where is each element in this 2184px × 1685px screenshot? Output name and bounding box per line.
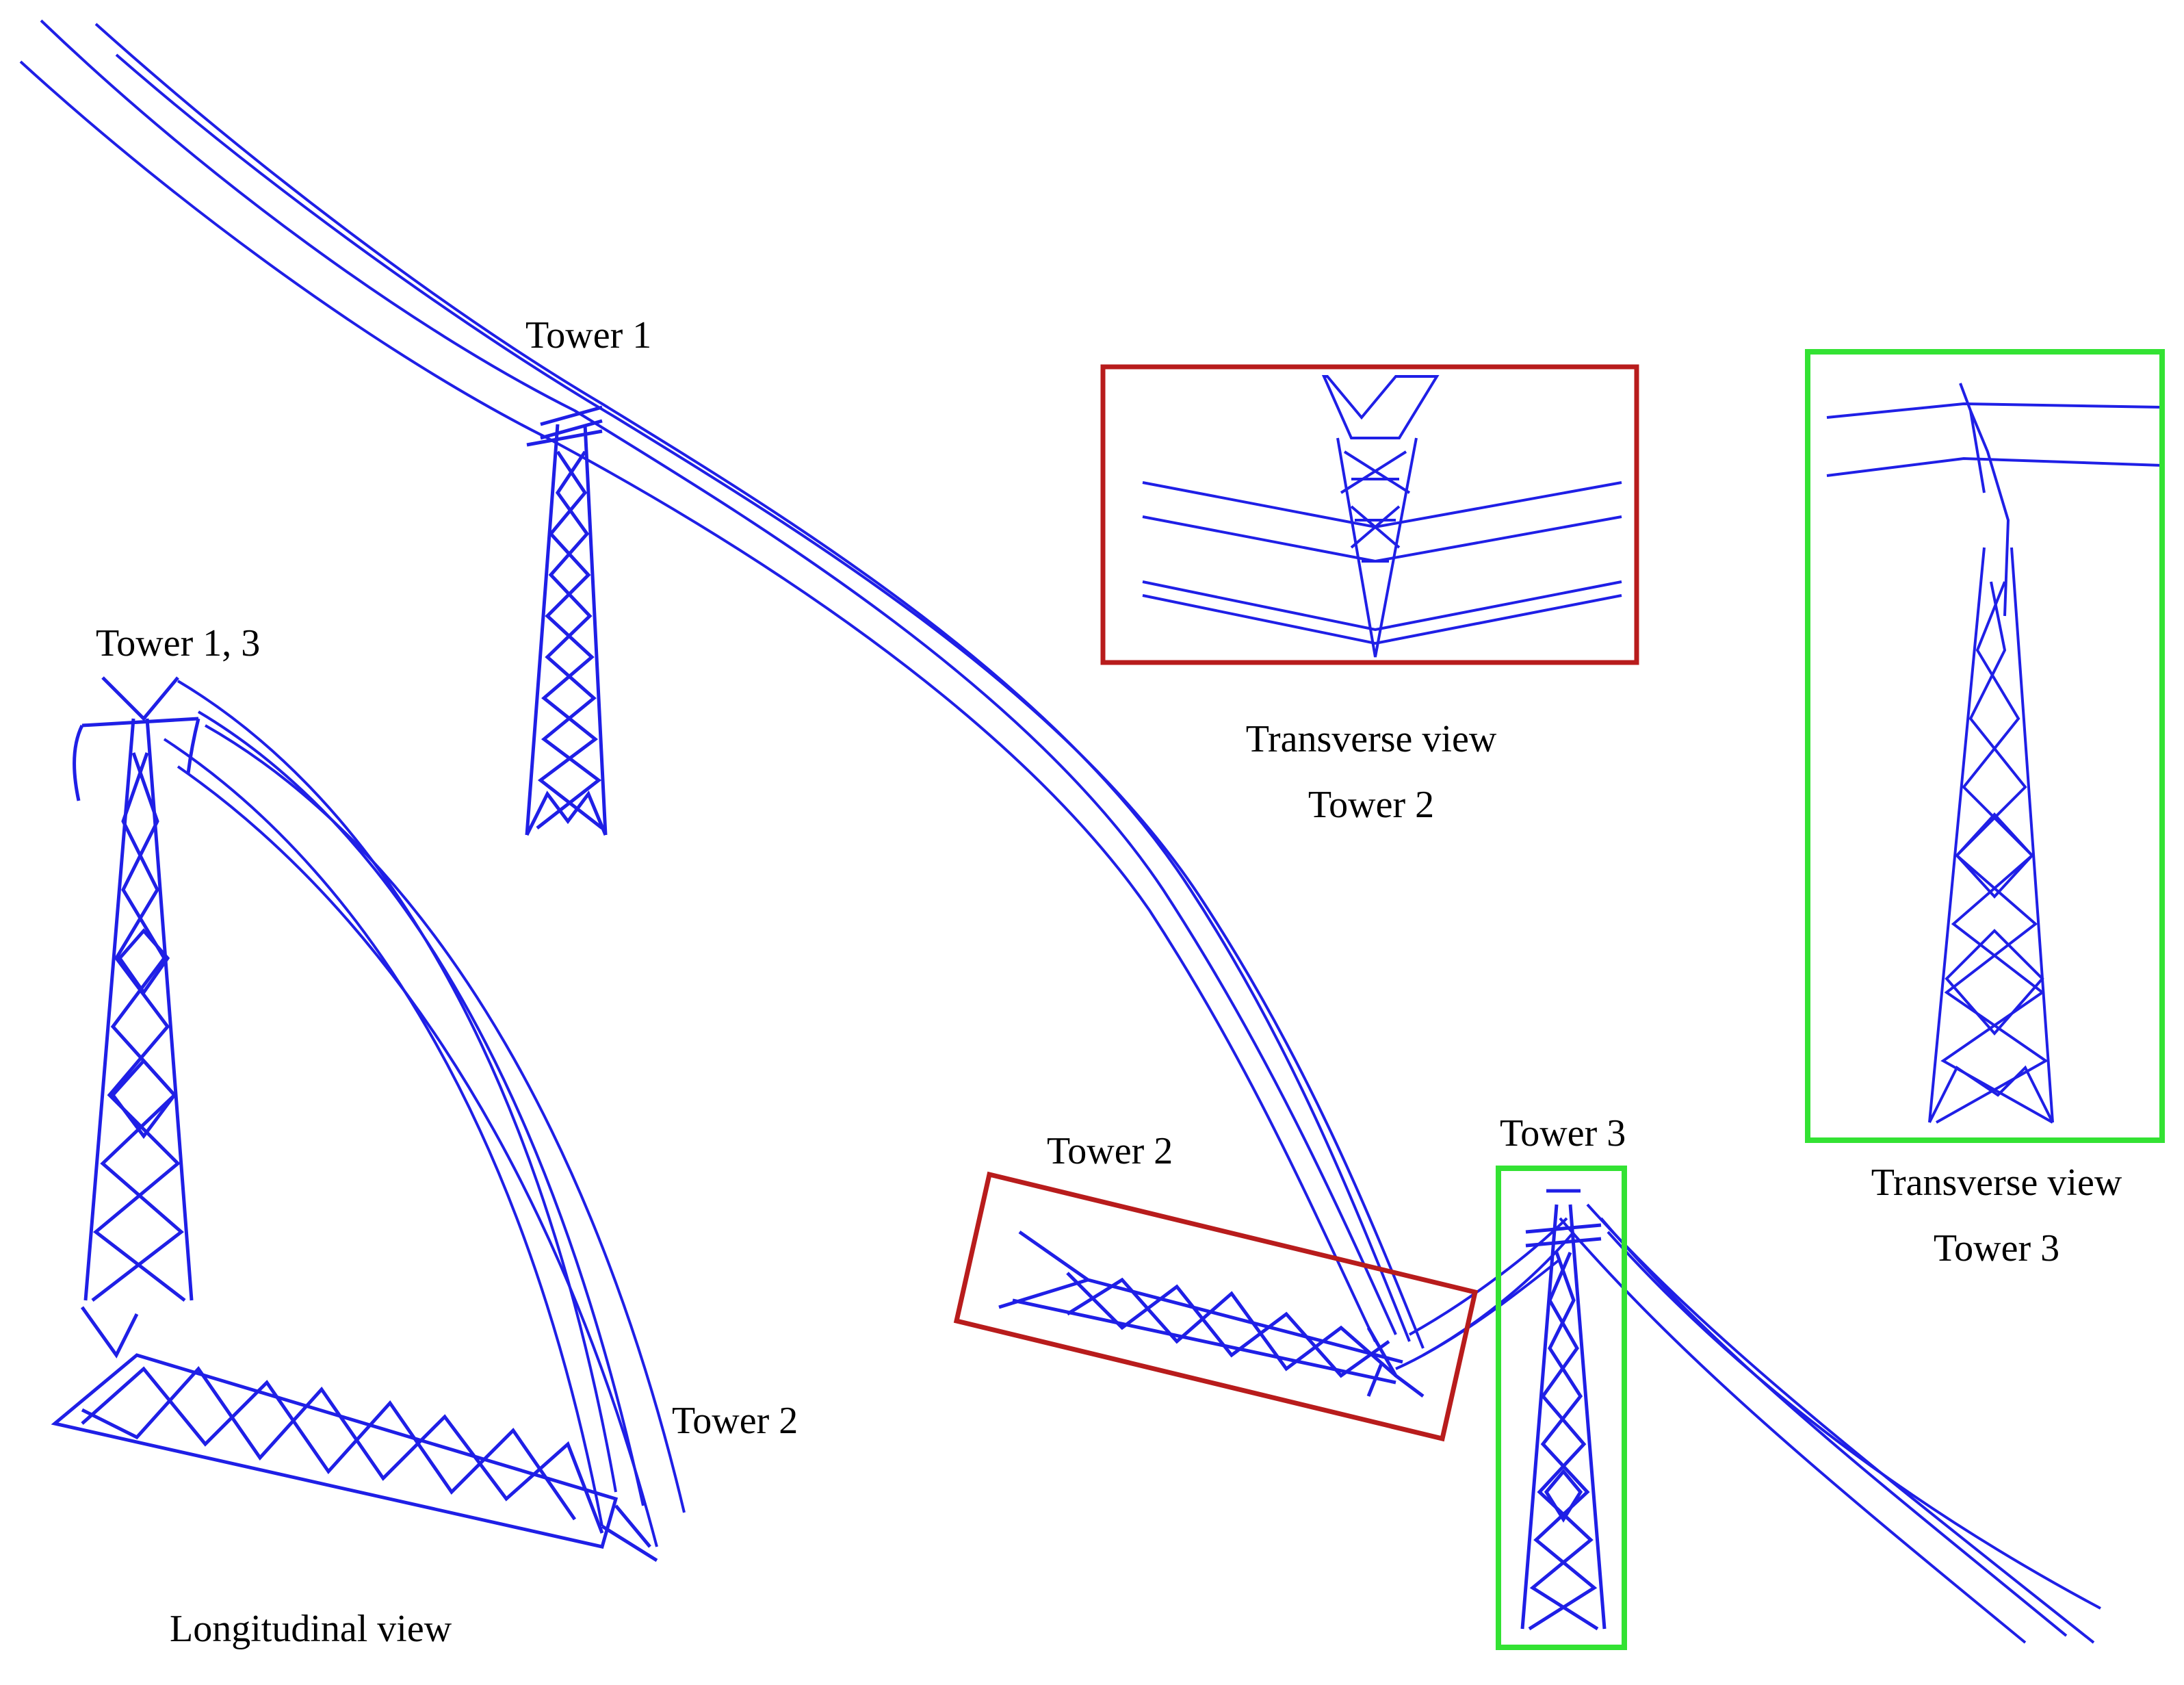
longitudinal-conductors: [163, 680, 686, 1547]
tower-1-3-label: Tower 1, 3: [96, 622, 261, 665]
collapsed-tower-2-label: Tower 2: [1047, 1130, 1173, 1172]
transverse-tower-2-caption: Tower 2: [1308, 784, 1435, 826]
tower-3-label: Tower 3: [1500, 1112, 1626, 1155]
inset-transverse-tower-3: [1826, 383, 2163, 1124]
longitudinal-tower-collapsed: [51, 1306, 658, 1562]
tower-1-structure: [525, 405, 608, 836]
highlight-box-tower-2: [953, 1171, 1479, 1442]
inset-transverse-tower-2: [1142, 375, 1622, 658]
inset-box-tower-2: [1100, 364, 1639, 665]
main-span-conductors: [19, 19, 2101, 1644]
tower-2-collapsed-structure: [998, 1230, 1425, 1398]
tower-3-structure: [1520, 1189, 1607, 1631]
highlight-box-tower-3: [1496, 1166, 1627, 1650]
longitudinal-tower-standing: [73, 676, 200, 1302]
longitudinal-view-caption: Longitudinal view: [170, 1608, 452, 1650]
inset-box-tower-3: [1805, 349, 2165, 1143]
transverse-tower-3-caption: Tower 3: [1933, 1227, 2060, 1270]
transverse-view-caption-b: Transverse view: [1871, 1161, 2122, 1204]
longitudinal-tower-2-label: Tower 2: [672, 1400, 798, 1442]
tower-1-label: Tower 1: [525, 314, 652, 357]
transverse-view-caption-a: Transverse view: [1245, 718, 1497, 760]
